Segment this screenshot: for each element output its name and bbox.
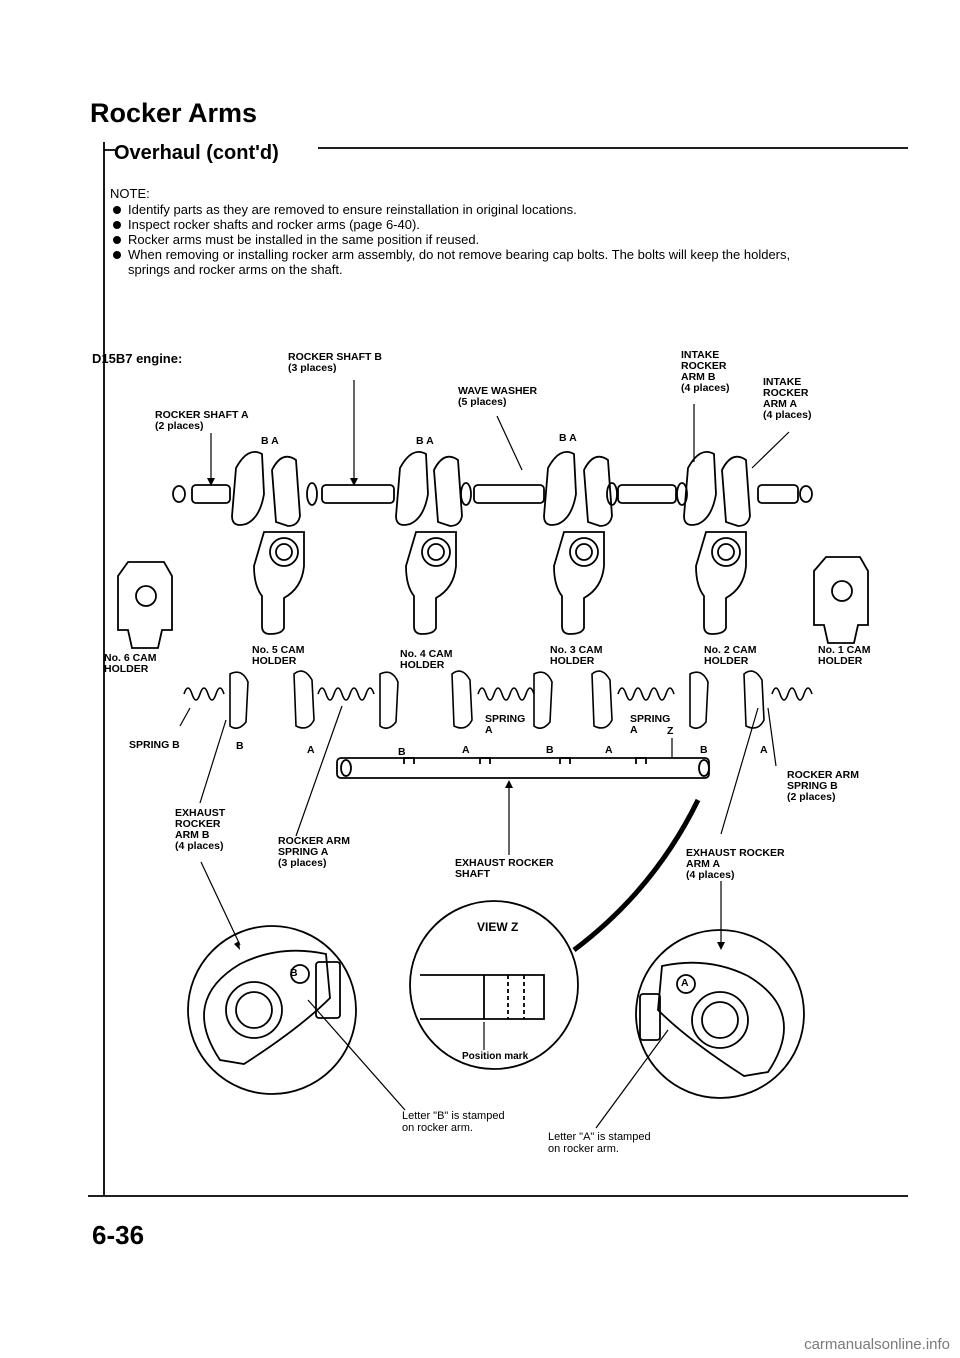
label-arm-letter: A [605, 744, 613, 756]
letter-b-detail [187, 925, 357, 1095]
label-arm-letter: A [462, 744, 470, 756]
label-exhaust-rocker-arm-a: EXHAUST ROCKER ARM A (4 places) [686, 847, 785, 881]
label-intake-rocker-arm-a: INTAKE ROCKER ARM A (4 places) [763, 376, 812, 421]
note-label: NOTE: [110, 186, 150, 201]
label-arm-letter: B [700, 744, 708, 756]
note-bullet: Rocker arms must be installed in the sam… [110, 232, 910, 247]
label-no1-cam-holder: No. 1 CAM HOLDER [818, 644, 871, 667]
label-no6-cam-holder: No. 6 CAM HOLDER [104, 652, 157, 675]
section-title: Overhaul (cont'd) [114, 142, 279, 164]
label-ba-1: B A [261, 435, 279, 447]
label-rocker-shaft-a: ROCKER SHAFT A (2 places) [155, 409, 249, 432]
label-view-z: VIEW Z [477, 920, 519, 934]
exhaust-rocker-row [183, 670, 813, 730]
label-spring-a-2: SPRING A [630, 713, 671, 736]
letter-a-detail [635, 929, 805, 1099]
label-rocker-arm-spring-b: ROCKER ARM SPRING B (2 places) [787, 769, 859, 803]
label-stamp-b: B [290, 967, 298, 979]
label-ba-3: B A [559, 432, 577, 444]
label-no5-cam-holder: No. 5 CAM HOLDER [252, 644, 305, 667]
label-spring-a-1: SPRING A [485, 713, 526, 736]
label-stamp-a: A [681, 977, 689, 989]
page-number: 6-36 [92, 1220, 145, 1250]
exhaust-rocker-shaft [336, 757, 710, 779]
note-block: NOTE: Identify parts as they are removed… [110, 186, 910, 277]
cam-holders [117, 531, 869, 649]
label-spring-b: SPRING B [129, 739, 180, 751]
note-bullet-continuation: springs and rocker arms on the shaft. [128, 262, 343, 277]
label-exhaust-rocker-arm-b: EXHAUST ROCKER ARM B (4 places) [175, 807, 226, 852]
label-no2-cam-holder: No. 2 CAM HOLDER [704, 644, 757, 667]
note-bullet: Inspect rocker shafts and rocker arms (p… [110, 217, 910, 232]
view-z-detail [409, 798, 701, 1070]
engine-label: D15B7 engine: [92, 351, 183, 366]
note-bullet: When removing or installing rocker arm a… [110, 247, 910, 262]
label-arm-letter: A [760, 744, 768, 756]
intake-rocker-row [172, 450, 813, 527]
label-intake-rocker-arm-b: INTAKE ROCKER ARM B (4 places) [681, 349, 730, 394]
label-exhaust-rocker-shaft: EXHAUST ROCKER SHAFT [455, 857, 554, 880]
label-position-mark: Position mark [462, 1051, 529, 1062]
label-letter-b-stamped: Letter "B" is stamped on rocker arm. [402, 1110, 505, 1134]
label-arm-letter: B [398, 746, 406, 758]
label-ba-2: B A [416, 435, 434, 447]
label-letter-a-stamped: Letter "A" is stamped on rocker arm. [548, 1131, 651, 1155]
label-no3-cam-holder: No. 3 CAM HOLDER [550, 644, 603, 667]
note-bullet: Identify parts as they are removed to en… [110, 202, 910, 217]
label-arm-letter: B [546, 744, 554, 756]
label-wave-washer: WAVE WASHER (5 places) [458, 385, 538, 408]
label-z: Z [667, 725, 674, 737]
label-rocker-shaft-b: ROCKER SHAFT B (3 places) [288, 351, 382, 374]
label-no4-cam-holder: No. 4 CAM HOLDER [400, 648, 453, 671]
label-arm-letter: A [307, 744, 315, 756]
label-arm-letter: B [236, 740, 244, 752]
watermark: carmanualsonline.info [804, 1336, 950, 1353]
page-title: Rocker Arms [90, 98, 258, 128]
label-rocker-arm-spring-a: ROCKER ARM SPRING A (3 places) [278, 835, 350, 869]
